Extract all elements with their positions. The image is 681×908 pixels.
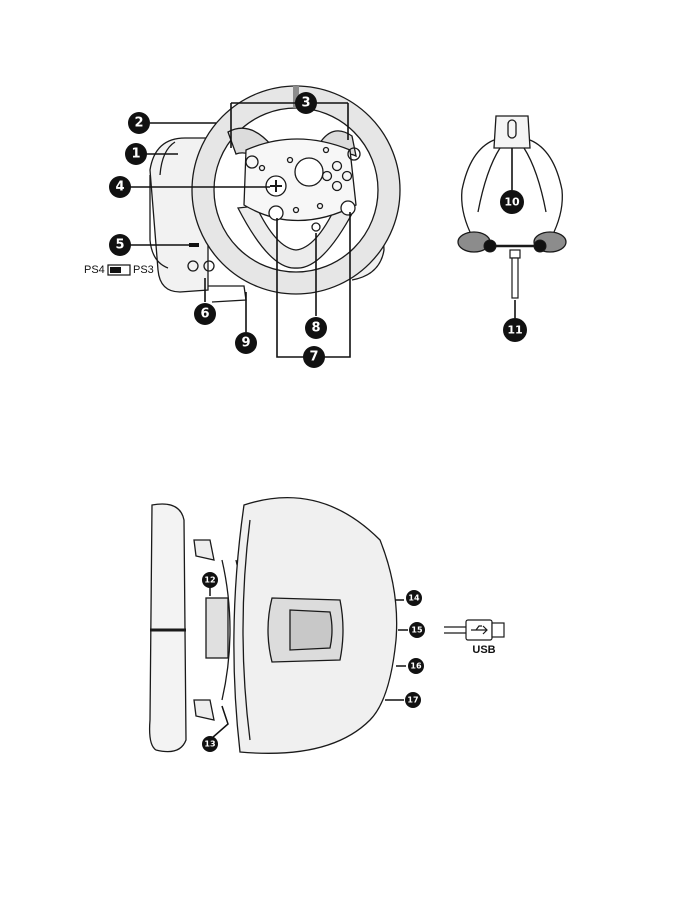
callout-12: 12 [202, 572, 218, 588]
wheel-center-cap [295, 158, 323, 186]
wheel-front-figure [150, 86, 400, 302]
svg-text:3: 3 [301, 96, 310, 111]
svg-text:1: 1 [131, 147, 140, 162]
usb-label: USB [472, 644, 495, 656]
wheel-l3-button [269, 206, 283, 220]
mode-switch-slider [110, 267, 121, 273]
svg-text:15: 15 [411, 626, 423, 635]
callout-15: 15 [409, 622, 425, 638]
svg-text:9: 9 [241, 336, 250, 351]
mode-switch-left-label: PS4 [84, 264, 105, 276]
callout-14: 14 [406, 590, 422, 606]
svg-text:17: 17 [407, 696, 418, 705]
callout-4: 4 [109, 176, 131, 198]
callout-2: 2 [128, 112, 150, 134]
svg-text:12: 12 [204, 576, 215, 585]
svg-text:7: 7 [309, 350, 318, 365]
svg-text:8: 8 [311, 321, 320, 336]
callout-9: 9 [235, 332, 257, 354]
wheel-side-figure [150, 498, 397, 754]
callout-7: 7 [303, 346, 325, 368]
svg-text:4: 4 [115, 180, 124, 195]
wheel-ps-button [312, 223, 320, 231]
svg-text:6: 6 [200, 307, 209, 322]
pedal-mount-figure [458, 116, 566, 252]
callout-8: 8 [305, 317, 327, 339]
callout-11: 11 [503, 318, 527, 342]
callout-10: 10 [500, 190, 524, 214]
svg-text:13: 13 [204, 740, 215, 749]
callout-13: 13 [202, 736, 218, 752]
svg-text:10: 10 [504, 196, 520, 209]
mode-switch-right-label: PS3 [133, 264, 154, 276]
svg-text:11: 11 [507, 324, 522, 337]
svg-text:14: 14 [408, 594, 420, 603]
svg-text:16: 16 [410, 662, 422, 671]
wheel-rim-side [150, 504, 186, 752]
svg-text:5: 5 [115, 238, 124, 253]
callout-17: 17 [405, 692, 421, 708]
wheel-r3-button [341, 201, 355, 215]
callout-16: 16 [408, 658, 424, 674]
callout-5: 5 [109, 234, 131, 256]
usb-plug-icon [444, 620, 504, 640]
callout-3: 3 [295, 92, 317, 114]
svg-text:2: 2 [134, 116, 143, 131]
clamp-screw-figure [484, 240, 546, 318]
callout-1: 1 [125, 143, 147, 165]
callout-6: 6 [194, 303, 216, 325]
